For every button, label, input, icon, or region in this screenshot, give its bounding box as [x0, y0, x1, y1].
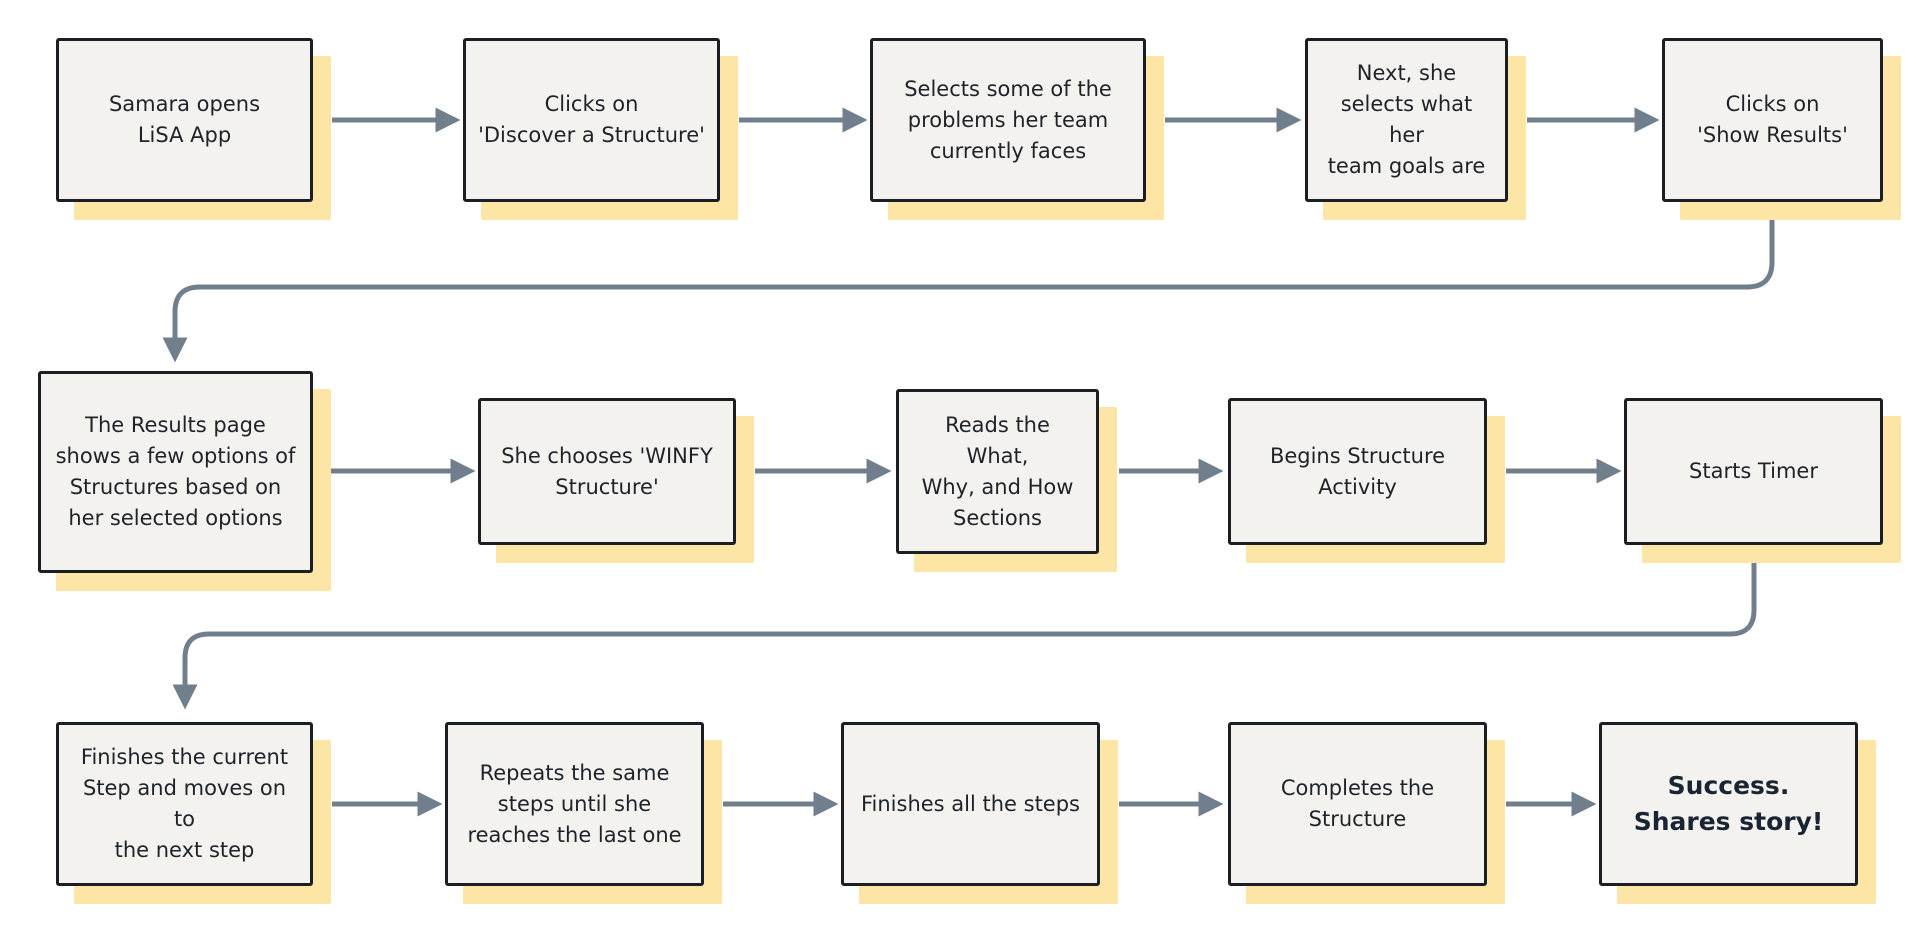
step-select-goals: Next, she selects what her team goals ar…	[1305, 38, 1526, 220]
step-label: Next, she selects what her team goals ar…	[1327, 61, 1486, 178]
step-card: Finishes the current Step and moves on t…	[56, 722, 313, 886]
step-success: Success. Shares story!	[1599, 722, 1876, 904]
step-card: Repeats the same steps until she reaches…	[445, 722, 704, 886]
step-complete-structure: Completes the Structure	[1228, 722, 1505, 904]
step-card: Finishes all the steps	[841, 722, 1100, 886]
step-label: Repeats the same steps until she reaches…	[467, 760, 682, 847]
step-card: She chooses 'WINFY Structure'	[478, 398, 736, 545]
arrow-start-timer-to-finish-step	[172, 556, 1757, 710]
step-results-page: The Results page shows a few options of …	[38, 371, 331, 591]
step-label: Completes the Structure	[1280, 776, 1435, 831]
arrow-show-results-to-results-page	[162, 213, 1775, 363]
step-card: Starts Timer	[1624, 398, 1883, 545]
step-label: Clicks on 'Discover a Structure'	[478, 92, 705, 147]
step-label: She chooses 'WINFY Structure'	[501, 443, 713, 499]
step-card: Begins Structure Activity	[1228, 398, 1487, 545]
step-discover-structure: Clicks on 'Discover a Structure'	[463, 38, 738, 220]
step-start-timer: Starts Timer	[1624, 398, 1901, 563]
step-card: Clicks on 'Show Results'	[1662, 38, 1883, 202]
step-label: Starts Timer	[1689, 459, 1818, 483]
step-card: Success. Shares story!	[1599, 722, 1858, 886]
step-choose-winfy: She chooses 'WINFY Structure'	[478, 398, 754, 563]
step-label: Selects some of the problems her team cu…	[904, 76, 1112, 163]
step-select-problems: Selects some of the problems her team cu…	[870, 38, 1164, 220]
step-finish-step: Finishes the current Step and moves on t…	[56, 722, 331, 904]
step-label: Finishes the current Step and moves on t…	[80, 745, 289, 862]
step-repeat-steps: Repeats the same steps until she reaches…	[445, 722, 722, 904]
step-card: Next, she selects what her team goals ar…	[1305, 38, 1508, 202]
step-card: Clicks on 'Discover a Structure'	[463, 38, 720, 202]
step-card: Samara opens LiSA App	[56, 38, 313, 202]
step-label: Samara opens LiSA App	[108, 92, 261, 147]
step-show-results: Clicks on 'Show Results'	[1662, 38, 1901, 220]
step-label: Reads the What, Why, and How Sections	[921, 412, 1074, 530]
step-open-app: Samara opens LiSA App	[56, 38, 331, 220]
step-card: Selects some of the problems her team cu…	[870, 38, 1146, 202]
step-card: Reads the What, Why, and How Sections	[896, 389, 1099, 554]
step-begin-activity: Begins Structure Activity	[1228, 398, 1505, 563]
step-label: Finishes all the steps	[860, 791, 1081, 816]
step-label: Success. Shares story!	[1633, 771, 1824, 836]
step-label: Clicks on 'Show Results'	[1697, 92, 1848, 147]
step-finish-all: Finishes all the steps	[841, 722, 1118, 904]
step-card: Completes the Structure	[1228, 722, 1487, 886]
step-read-sections: Reads the What, Why, and How Sections	[896, 389, 1117, 572]
step-label: The Results page shows a few options of …	[55, 413, 296, 530]
step-card: The Results page shows a few options of …	[38, 371, 313, 573]
step-label: Begins Structure Activity	[1269, 443, 1446, 499]
